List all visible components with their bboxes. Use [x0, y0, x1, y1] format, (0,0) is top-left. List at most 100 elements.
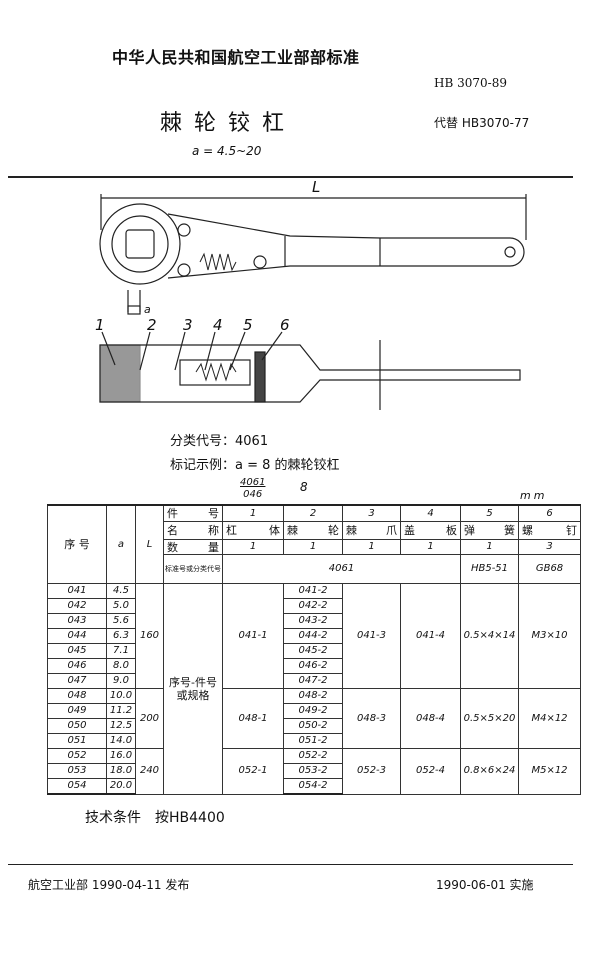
footer-rule: [8, 864, 573, 865]
a-cell: 4.5: [106, 583, 136, 599]
header-quantity-label: 数量: [163, 539, 223, 555]
marking-fraction: 4061 046: [240, 477, 265, 501]
part3-cell: 041-3: [342, 583, 401, 689]
part2-cell: 046-2: [283, 658, 343, 674]
part-label-1: 1: [95, 316, 105, 334]
header-seq: 序 号: [47, 504, 107, 584]
marking-denominator: 046: [243, 489, 263, 500]
part6-cell: M5×12: [518, 748, 581, 795]
classification-code: 分类代号：4061: [170, 434, 269, 449]
issuing-organization: 中华人民共和国航空工业部部标准: [112, 48, 360, 67]
unit-label: mm: [520, 489, 548, 502]
part1-cell: 041-1: [222, 583, 284, 689]
header-part-number-label: 件号: [163, 504, 223, 522]
part-number-3: 3: [342, 504, 401, 522]
part-name-1: 杠体: [222, 521, 284, 540]
part6-cell: M3×10: [518, 583, 581, 689]
part-label-3: 3: [183, 316, 193, 334]
seq-cell: 044: [47, 628, 107, 644]
quantity-2: 1: [283, 539, 343, 555]
size-range: a = 4.5~20: [192, 144, 262, 158]
part4-cell: 041-4: [400, 583, 461, 689]
seq-cell: 051: [47, 733, 107, 749]
part5-cell: 0.5×4×14: [460, 583, 519, 689]
part6-cell: M4×12: [518, 688, 581, 749]
part-name-5: 弹簧: [460, 521, 519, 540]
header-rule: [8, 176, 573, 178]
quantity-1: 1: [222, 539, 284, 555]
seq-cell: 045: [47, 643, 107, 659]
part3-cell: 048-3: [342, 688, 401, 749]
seq-cell: 048: [47, 688, 107, 704]
seq-cell: 052: [47, 748, 107, 764]
quantity-4: 1: [400, 539, 461, 555]
standard-number: HB 3070-89: [434, 76, 507, 90]
part5-cell: 0.5×5×20: [460, 688, 519, 749]
part5-cell: 0.8×6×24: [460, 748, 519, 795]
part-number-1: 1: [222, 504, 284, 522]
a-cell: 12.5: [106, 718, 136, 734]
a-cell: 11.2: [106, 703, 136, 719]
part2-cell: 042-2: [283, 598, 343, 614]
part-name-2: 棘轮: [283, 521, 343, 540]
quantity-3: 1: [342, 539, 401, 555]
L-cell: 160: [135, 583, 164, 689]
part2-cell: 045-2: [283, 643, 343, 659]
a-cell: 8.0: [106, 658, 136, 674]
part-number-2: 2: [283, 504, 343, 522]
side-view-outline: [99, 344, 521, 403]
part2-cell: 053-2: [283, 763, 343, 779]
quantity-6: 3: [518, 539, 581, 555]
part-label-2: 2: [147, 316, 157, 334]
L-cell: 200: [135, 688, 164, 749]
part3-cell: 052-3: [342, 748, 401, 795]
header-a: a: [106, 504, 136, 584]
part2-cell: 043-2: [283, 613, 343, 629]
part-label-6: 6: [280, 316, 290, 334]
a-cell: 9.0: [106, 673, 136, 689]
part2-cell: 047-2: [283, 673, 343, 689]
part2-cell: 051-2: [283, 733, 343, 749]
header-L: L: [135, 504, 164, 584]
part-name-4: 盖板: [400, 521, 461, 540]
seq-cell: 042: [47, 598, 107, 614]
a-cell: 20.0: [106, 778, 136, 795]
dimension-a-label: a: [144, 303, 151, 316]
part-number-6: 6: [518, 504, 581, 522]
part2-cell: 052-2: [283, 748, 343, 764]
seq-cell: 043: [47, 613, 107, 629]
part2-cell: 044-2: [283, 628, 343, 644]
part-name-3: 棘爪: [342, 521, 401, 540]
a-cell: 14.0: [106, 733, 136, 749]
seq-cell: 047: [47, 673, 107, 689]
a-cell: 6.3: [106, 628, 136, 644]
part2-cell: 049-2: [283, 703, 343, 719]
part1-cell: 052-1: [222, 748, 284, 795]
standard-spring: HB5-51: [460, 554, 519, 584]
part-number-5: 5: [460, 504, 519, 522]
document-title: 棘轮铰杠: [160, 111, 297, 136]
ratchet-head-outline: [99, 203, 181, 285]
part-label-5: 5: [243, 316, 253, 334]
seq-cell: 054: [47, 778, 107, 795]
a-cell: 18.0: [106, 763, 136, 779]
part2-cell: 041-2: [283, 583, 343, 599]
marking-size: 8: [300, 480, 308, 494]
seq-cell: 041: [47, 583, 107, 599]
part4-cell: 052-4: [400, 748, 461, 795]
a-cell: 10.0: [106, 688, 136, 704]
header-standard-label: 标准号或分类代号: [163, 554, 223, 584]
part-label-4: 4: [213, 316, 223, 334]
